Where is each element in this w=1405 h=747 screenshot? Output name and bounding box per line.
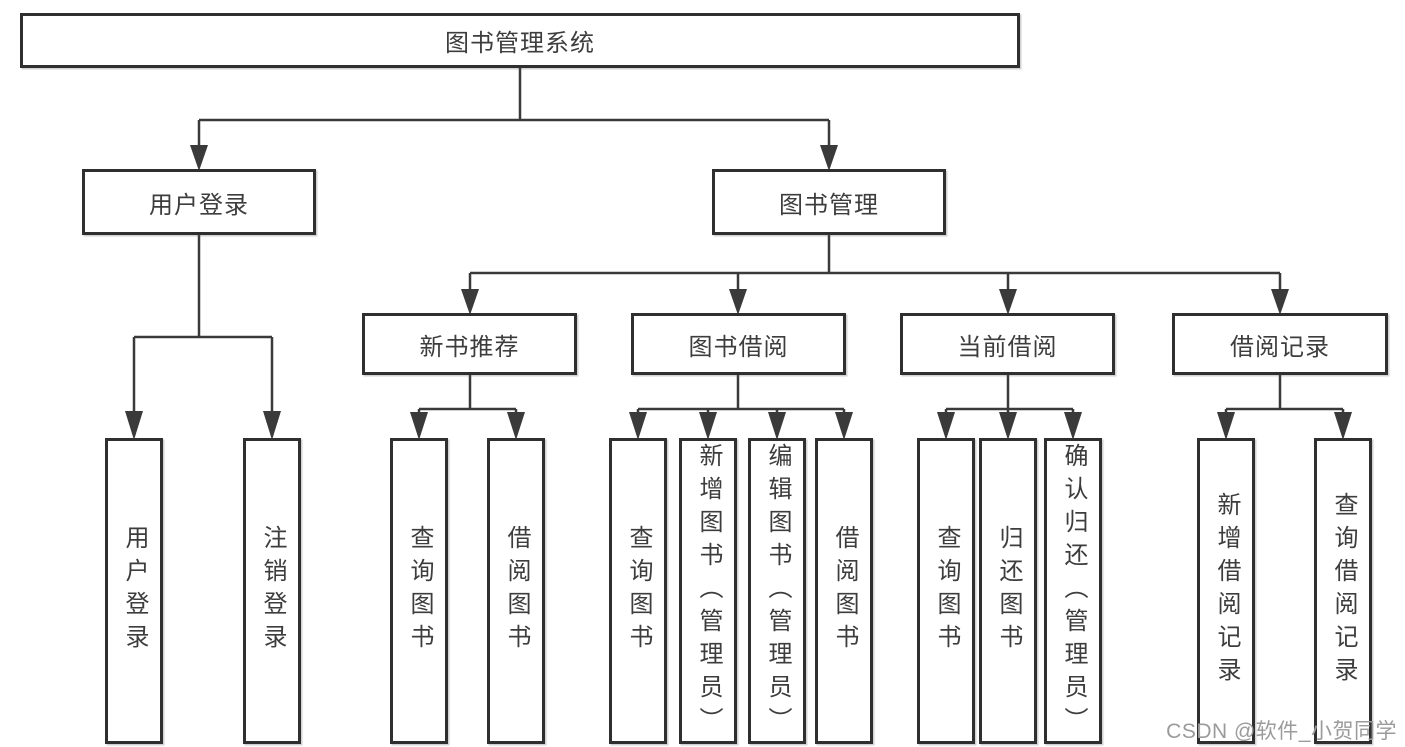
connector-new-book-split bbox=[417, 375, 518, 414]
arrowhead bbox=[1217, 412, 1235, 440]
connector-borrowing-records-split bbox=[1224, 375, 1345, 414]
leaf-edit-book-admin-label: 编辑图书（管理员） bbox=[764, 442, 791, 740]
node-user-login: 用户登录 bbox=[82, 169, 316, 235]
arrowhead bbox=[263, 411, 281, 440]
leaf-confirm-return-admin-label: 确认归还（管理员） bbox=[1060, 442, 1087, 740]
node-library-management-system: 图书管理系统 bbox=[20, 13, 1020, 68]
node-new-book-recommendation-label: 新书推荐 bbox=[419, 333, 520, 361]
leaf-edit-book-admin: 编辑图书（管理员） bbox=[748, 438, 806, 744]
leaf-borrow-books-borrowing: 借阅图书 bbox=[815, 438, 873, 744]
leaf-return-books: 归还图书 bbox=[979, 438, 1037, 744]
arrowhead bbox=[410, 412, 428, 440]
leaf-query-borrow-record-label: 查询借阅记录 bbox=[1330, 492, 1357, 690]
arrowhead bbox=[835, 412, 853, 440]
leaf-borrow-books-recommend-label: 借阅图书 bbox=[503, 525, 530, 657]
csdn-watermark: CSDN @软件_小贺同学 bbox=[1166, 720, 1397, 743]
connector-current-borrowing-split bbox=[944, 375, 1075, 414]
leaf-query-books-recommend-label: 查询图书 bbox=[406, 525, 433, 657]
leaf-return-books-label: 归还图书 bbox=[995, 525, 1022, 657]
leaf-logout: 注销登录 bbox=[243, 438, 301, 744]
leaf-add-book-admin-label: 新增图书（管理员） bbox=[695, 442, 722, 740]
leaf-query-books-current-label: 查询图书 bbox=[933, 525, 960, 657]
arrowhead bbox=[999, 289, 1017, 315]
arrowheads bbox=[125, 145, 1352, 440]
arrowhead bbox=[461, 289, 479, 315]
leaf-logout-label: 注销登录 bbox=[259, 525, 286, 657]
leaf-query-books-borrowing-label: 查询图书 bbox=[625, 525, 652, 657]
arrowhead bbox=[125, 411, 143, 440]
node-library-management-system-label: 图书管理系统 bbox=[445, 30, 595, 57]
node-current-borrowing: 当前借阅 bbox=[900, 313, 1115, 375]
arrowhead bbox=[1271, 289, 1289, 315]
arrowhead bbox=[507, 412, 525, 440]
arrowhead bbox=[999, 412, 1017, 440]
leaf-confirm-return-admin: 确认归还（管理员） bbox=[1044, 438, 1102, 744]
node-borrowing-records-label: 借阅记录 bbox=[1230, 333, 1330, 361]
node-current-borrowing-label: 当前借阅 bbox=[957, 333, 1058, 361]
leaf-user-login-label: 用户登录 bbox=[121, 525, 148, 657]
connector-book-borrowing-split bbox=[636, 375, 846, 414]
connector-root-split bbox=[197, 68, 831, 148]
leaf-borrow-books-recommend: 借阅图书 bbox=[487, 438, 545, 744]
leaf-query-books-recommend: 查询图书 bbox=[390, 438, 448, 744]
leaf-query-borrow-record: 查询借阅记录 bbox=[1314, 438, 1372, 744]
node-new-book-recommendation: 新书推荐 bbox=[362, 313, 577, 375]
leaf-add-borrow-record-label: 新增借阅记录 bbox=[1213, 492, 1240, 690]
node-user-login-label: 用户登录 bbox=[149, 191, 249, 219]
arrowhead bbox=[729, 289, 747, 315]
connector-user-login-split bbox=[132, 235, 274, 414]
arrowhead bbox=[190, 145, 208, 171]
node-borrowing-records: 借阅记录 bbox=[1172, 313, 1388, 375]
arrowhead bbox=[820, 145, 838, 171]
node-book-management-label: 图书管理 bbox=[779, 191, 879, 219]
connector-book-management-split bbox=[468, 235, 1282, 291]
node-book-management: 图书管理 bbox=[712, 169, 946, 235]
leaf-add-book-admin: 新增图书（管理员） bbox=[679, 438, 737, 744]
arrowhead bbox=[1334, 412, 1352, 440]
node-book-borrowing: 图书借阅 bbox=[631, 313, 846, 375]
arrowhead bbox=[1064, 412, 1082, 440]
leaf-user-login: 用户登录 bbox=[105, 438, 163, 744]
arrowhead bbox=[937, 412, 955, 440]
node-book-borrowing-label: 图书借阅 bbox=[688, 333, 789, 361]
arrowhead bbox=[768, 412, 786, 440]
leaf-borrow-books-borrowing-label: 借阅图书 bbox=[831, 525, 858, 657]
leaf-query-books-current: 查询图书 bbox=[917, 438, 975, 744]
leaf-add-borrow-record: 新增借阅记录 bbox=[1197, 438, 1255, 744]
leaf-query-books-borrowing: 查询图书 bbox=[609, 438, 667, 744]
arrowhead bbox=[699, 412, 717, 440]
arrowhead bbox=[629, 412, 647, 440]
